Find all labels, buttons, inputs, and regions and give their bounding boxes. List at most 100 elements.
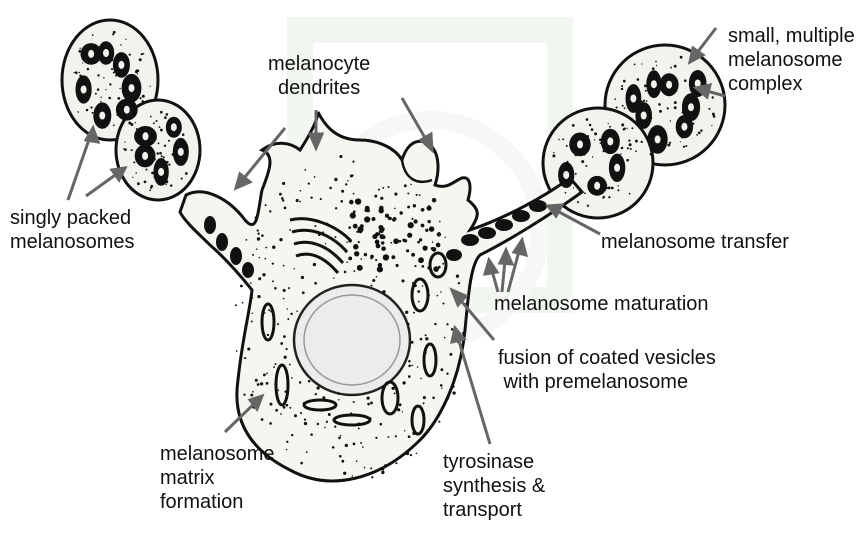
vesicle-stipple bbox=[123, 148, 124, 149]
vesicle-stipple bbox=[90, 106, 92, 108]
stipple-dot bbox=[326, 421, 328, 423]
granule bbox=[355, 198, 361, 204]
stipple-dot bbox=[440, 291, 442, 293]
stipple-dot bbox=[356, 460, 358, 462]
stipple-dot bbox=[274, 287, 277, 290]
vesicle-stipple bbox=[645, 90, 647, 92]
stipple-dot bbox=[282, 182, 285, 185]
stipple-dot bbox=[283, 265, 285, 267]
stipple-dot bbox=[308, 182, 310, 184]
vesicle-stipple bbox=[113, 31, 116, 34]
stipple-dot bbox=[347, 180, 348, 181]
melanosome-core bbox=[124, 106, 130, 114]
vesicle-stipple bbox=[111, 68, 113, 70]
vesicle-stipple bbox=[616, 106, 618, 108]
vesicle-stipple bbox=[674, 65, 677, 68]
vesicle-stipple bbox=[73, 72, 74, 73]
vesicle-stipple bbox=[158, 142, 160, 144]
nucleus bbox=[294, 285, 410, 395]
stipple-dot bbox=[412, 282, 414, 284]
stipple-dot bbox=[304, 422, 307, 425]
stipple-dot bbox=[310, 433, 313, 436]
stipple-dot bbox=[352, 475, 353, 476]
vesicle-stipple bbox=[630, 148, 632, 150]
stipple-dot bbox=[270, 403, 273, 406]
vesicle-stipple bbox=[629, 193, 631, 195]
vesicle-stipple bbox=[621, 123, 624, 126]
stipple-dot bbox=[447, 398, 449, 400]
stipple-dot bbox=[405, 311, 408, 314]
vesicle-stipple bbox=[160, 111, 163, 114]
stipple-dot bbox=[416, 194, 418, 196]
stipple-dot bbox=[289, 407, 291, 409]
stipple-dot bbox=[362, 446, 364, 448]
stipple-dot bbox=[416, 453, 418, 455]
stipple-dot bbox=[264, 312, 266, 314]
stipple-dot bbox=[266, 373, 268, 375]
stipple-dot bbox=[423, 396, 426, 399]
stipple-dot bbox=[345, 183, 347, 185]
stipple-dot bbox=[339, 455, 342, 458]
vesicle-stipple bbox=[712, 113, 715, 116]
vesicle-stipple bbox=[635, 140, 638, 143]
stipple-dot bbox=[246, 239, 248, 241]
vesicle-stipple bbox=[92, 34, 94, 36]
stipple-dot bbox=[264, 258, 266, 260]
stipple-dot bbox=[280, 342, 283, 345]
stipple-dot bbox=[321, 410, 323, 412]
granule bbox=[365, 206, 370, 211]
stipple-dot bbox=[270, 310, 272, 312]
stipple-dot bbox=[391, 387, 394, 390]
stipple-dot bbox=[441, 368, 444, 371]
stipple-dot bbox=[388, 436, 390, 438]
stipple-dot bbox=[451, 328, 454, 331]
label-melanosome-maturation: melanosome maturation bbox=[494, 292, 709, 316]
stipple-dot bbox=[286, 449, 288, 451]
melanosome-core bbox=[158, 168, 164, 176]
granule bbox=[422, 245, 427, 250]
stipple-dot bbox=[420, 378, 422, 380]
vesicle-stipple bbox=[608, 123, 609, 124]
vesicle-stipple bbox=[156, 152, 159, 155]
melanosome-core bbox=[688, 103, 694, 111]
stipple-dot bbox=[284, 391, 286, 393]
stipple-dot bbox=[417, 366, 419, 368]
stipple-dot bbox=[449, 353, 452, 356]
stipple-dot bbox=[446, 373, 448, 375]
vesicle-stipple bbox=[643, 101, 644, 102]
stipple-dot bbox=[346, 261, 348, 263]
stipple-dot bbox=[395, 462, 397, 464]
stipple-dot bbox=[408, 435, 411, 438]
vesicle-stipple bbox=[117, 97, 120, 100]
stipple-dot bbox=[281, 197, 284, 200]
granule bbox=[413, 219, 417, 223]
stipple-dot bbox=[303, 402, 306, 405]
vesicle-stipple bbox=[685, 145, 687, 147]
vesicle-stipple bbox=[683, 146, 685, 148]
stipple-dot bbox=[261, 234, 264, 237]
granule bbox=[437, 232, 441, 236]
vesicle-stipple bbox=[621, 85, 623, 87]
granule bbox=[433, 266, 439, 272]
melanosome-core bbox=[655, 135, 661, 143]
stipple-dot bbox=[404, 430, 405, 431]
vesicle-stipple bbox=[620, 153, 621, 154]
stipple-dot bbox=[370, 467, 372, 469]
vesicle-stipple bbox=[82, 62, 83, 63]
stipple-dot bbox=[332, 446, 335, 449]
vesicle-stipple bbox=[129, 53, 131, 55]
vesicle-stipple bbox=[656, 65, 657, 66]
stipple-dot bbox=[277, 323, 279, 325]
vesicle-stipple bbox=[124, 148, 127, 151]
stipple-dot bbox=[243, 394, 245, 396]
stipple-dot bbox=[358, 427, 360, 429]
stipple-dot bbox=[411, 218, 413, 220]
vesicle-stipple bbox=[641, 63, 642, 64]
granule bbox=[429, 226, 435, 232]
label-fusion-coated-vesicles: fusion of coated vesicles with premelano… bbox=[498, 346, 716, 394]
vesicle-stipple bbox=[97, 74, 99, 76]
granule bbox=[372, 234, 377, 239]
stipple-dot bbox=[247, 347, 250, 350]
vesicle-stipple bbox=[573, 187, 574, 188]
